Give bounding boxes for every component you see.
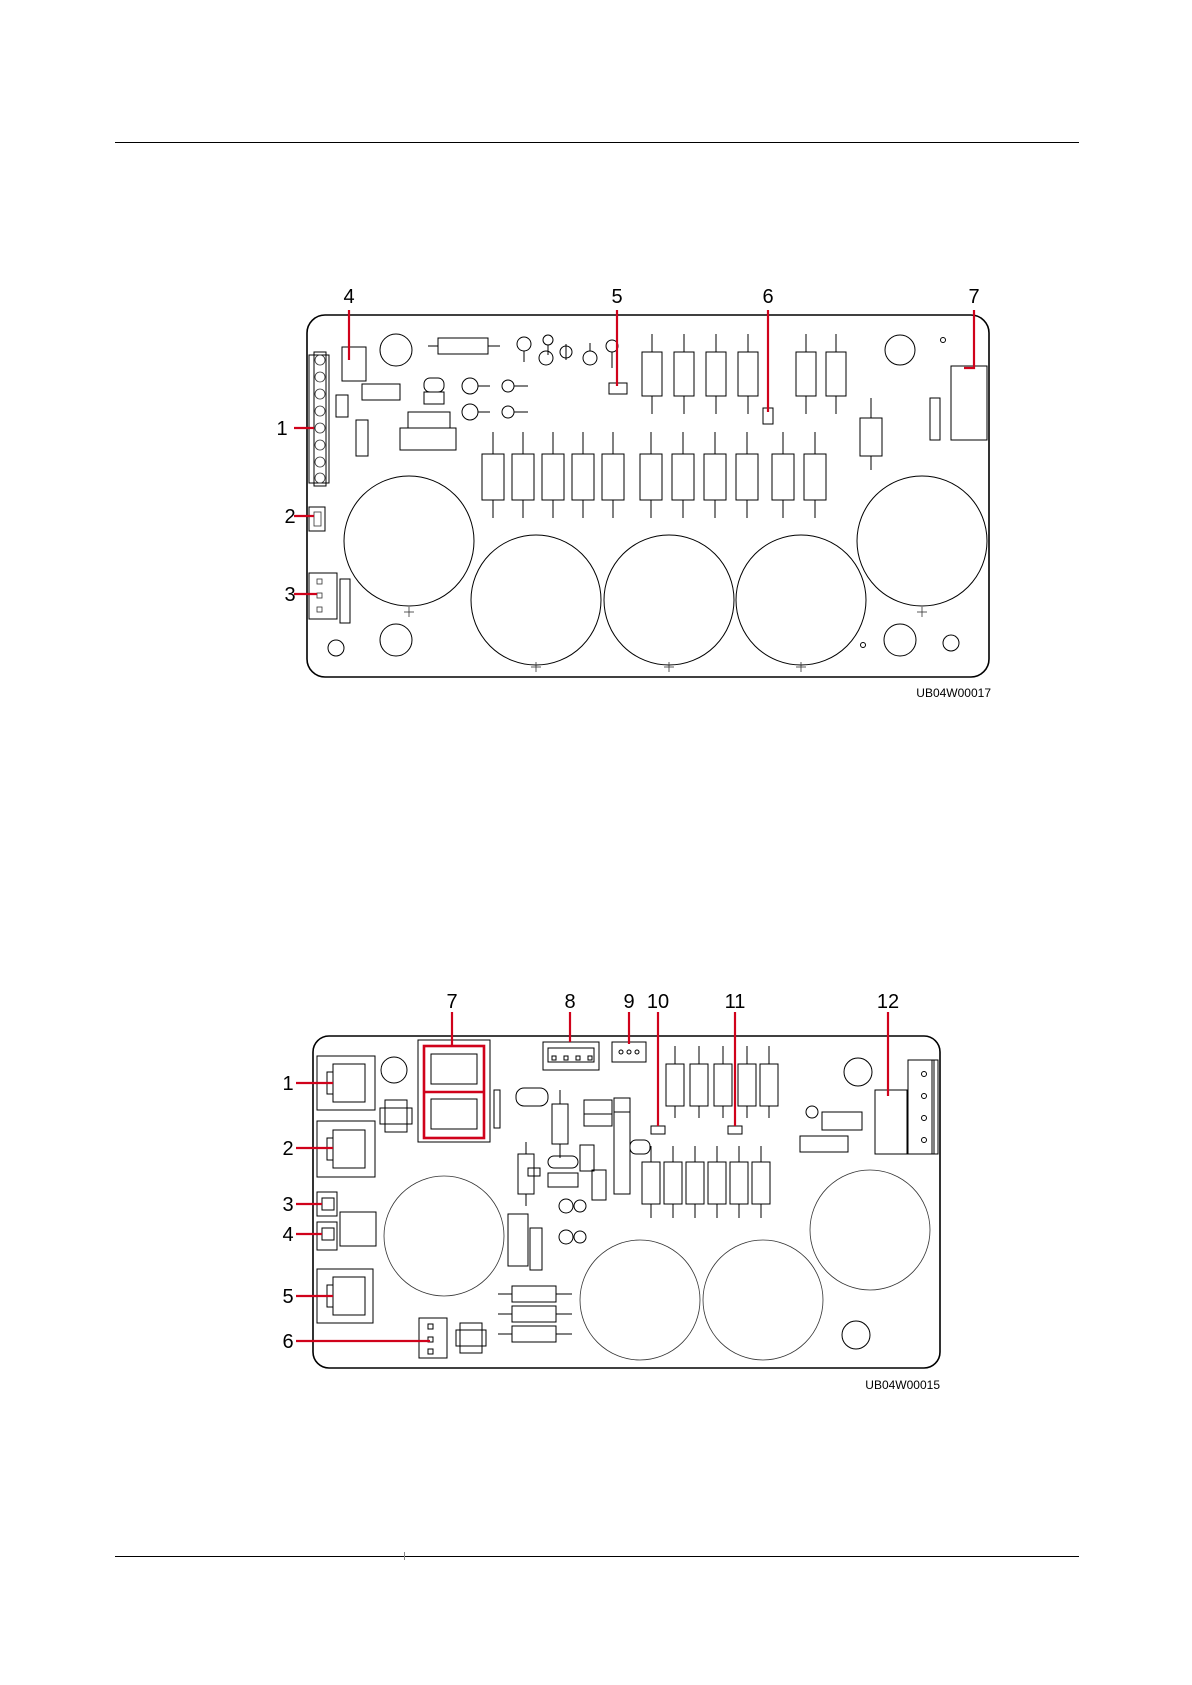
board-outline	[307, 315, 989, 677]
callout-4: 4	[343, 286, 354, 308]
callout-3: 3	[282, 1194, 293, 1216]
figure-id-top: UB04W00017	[916, 686, 991, 700]
connector-2	[317, 1121, 375, 1177]
electrolytic-capacitors	[344, 476, 987, 665]
component-7	[951, 366, 987, 440]
callout-8: 8	[564, 991, 575, 1013]
footer-rule-tick	[404, 1552, 405, 1560]
diode-row-upper	[666, 1046, 778, 1118]
callout-6: 6	[282, 1331, 293, 1353]
terminal-block-12	[875, 1060, 938, 1154]
connector-9	[612, 1042, 646, 1062]
callout-7: 7	[446, 991, 457, 1013]
connector-1	[317, 1056, 375, 1110]
small-components-bottom	[380, 1057, 872, 1353]
board-outline	[313, 1036, 940, 1368]
callout-1: 1	[276, 418, 287, 440]
mounting-holes-bottom	[328, 624, 959, 656]
small-components-top-left	[336, 334, 618, 456]
callout-leaders-top	[294, 310, 974, 594]
connector-2	[309, 507, 325, 531]
callout-7: 7	[968, 286, 979, 308]
callout-1: 1	[282, 1073, 293, 1095]
callout-12: 12	[877, 991, 899, 1013]
callout-10: 10	[647, 991, 669, 1013]
capacitor-polarity-marks	[404, 607, 927, 672]
component-4	[342, 347, 366, 381]
callout-leaders-bottom	[296, 1012, 888, 1341]
callout-11: 11	[725, 991, 746, 1013]
footer-rule	[115, 1556, 1079, 1557]
callout-9: 9	[623, 991, 634, 1013]
diode-row-upper	[642, 334, 940, 470]
callout-5: 5	[282, 1286, 293, 1308]
diode-row-lower	[642, 1146, 770, 1218]
callout-2: 2	[284, 506, 295, 528]
electrolytic-capacitors	[384, 1170, 930, 1360]
relay-block-7	[418, 1040, 490, 1142]
callout-2: 2	[282, 1138, 293, 1160]
callout-6: 6	[762, 286, 773, 308]
figure-id-bottom: UB04W00015	[865, 1378, 940, 1392]
board-diagram-top: 1 2 3 4 5 6 7 UB04W00017	[0, 0, 1192, 760]
terminal-block	[309, 352, 329, 486]
connector-3	[317, 1192, 337, 1216]
connector-8	[543, 1042, 599, 1070]
mounting-hole	[885, 335, 915, 365]
marker-dot	[941, 338, 946, 343]
diode-row-lower	[482, 432, 826, 518]
connector-3	[309, 573, 350, 623]
connector-6	[419, 1318, 447, 1358]
callout-4: 4	[282, 1224, 293, 1246]
callout-5: 5	[611, 286, 622, 308]
component-10	[651, 1126, 665, 1134]
connector-5	[317, 1269, 373, 1323]
component-11	[728, 1126, 742, 1134]
callout-3: 3	[284, 584, 295, 606]
connector-4	[317, 1212, 376, 1250]
